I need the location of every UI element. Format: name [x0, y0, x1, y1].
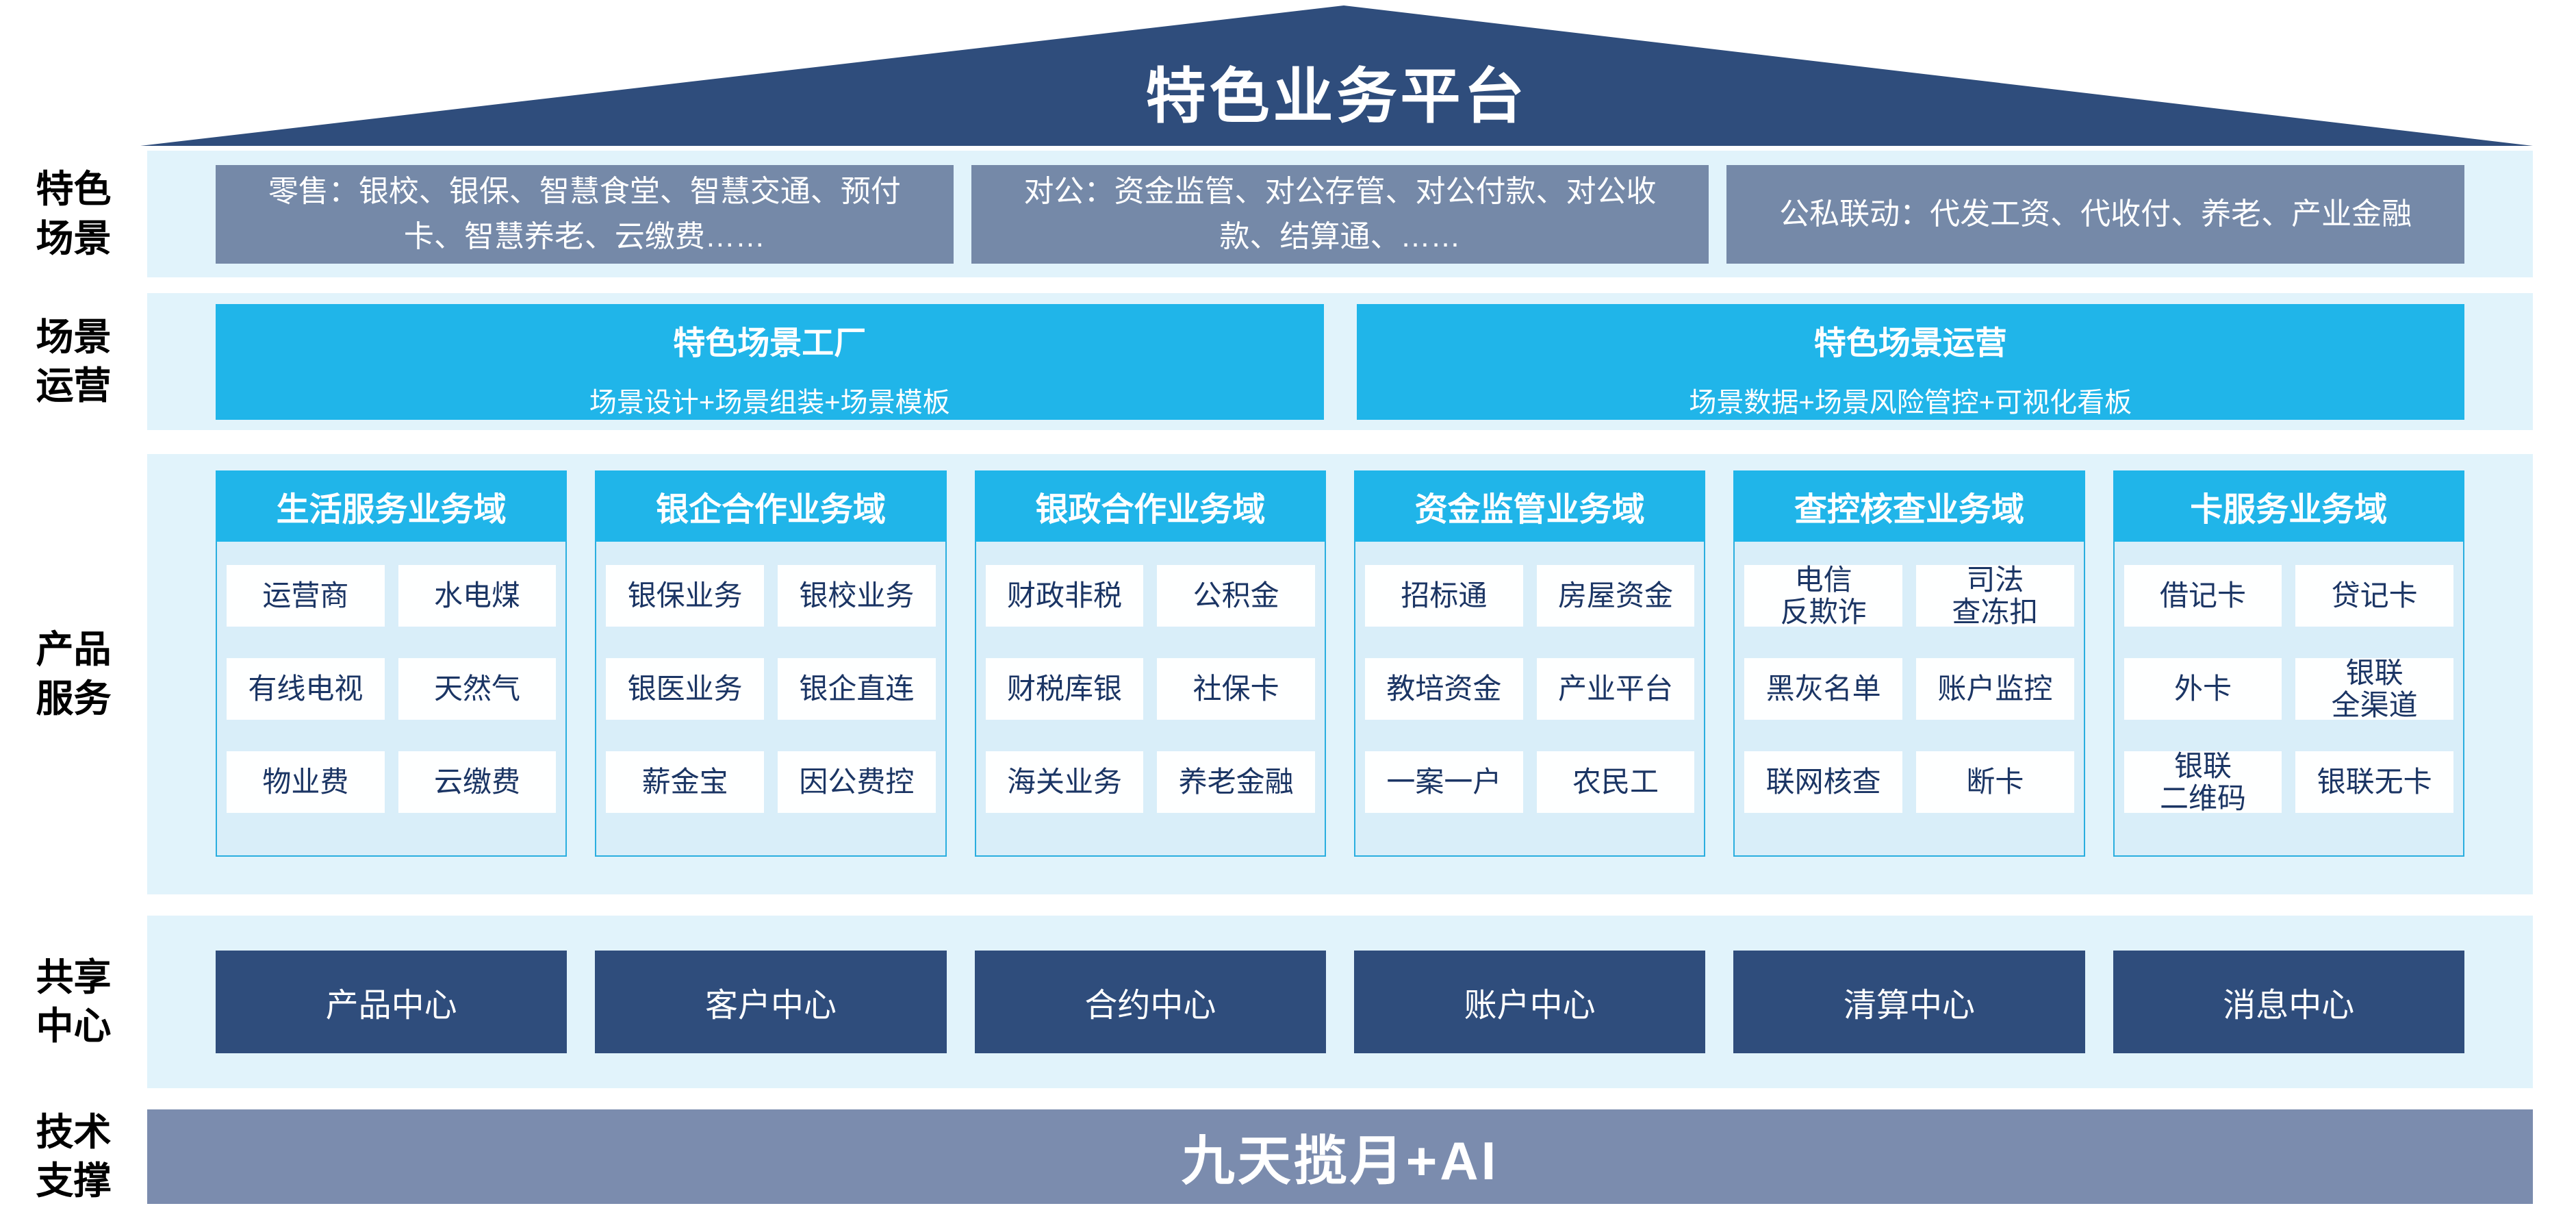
product-cell: 断卡: [1915, 751, 2074, 813]
row-label-product-services: 产品 服务: [36, 628, 112, 720]
product-cell: 天然气: [398, 658, 557, 720]
scenario-factory-box: 特色场景工厂 场景设计+场景组装+场景模板: [216, 303, 1324, 420]
domain-body: 银保业务 银校业务 银医业务 银企直连 薪金宝 因公费控: [595, 542, 947, 857]
row-label-tech-support: 技术 支撑: [36, 1110, 112, 1203]
band-product-services: 生活服务业务域 运营商 水电煤 有线电视 天然气 物业费 云缴费 银企合作业务域: [147, 454, 2533, 894]
product-cell: 账户监控: [1915, 658, 2074, 720]
domain-body: 电信 反欺诈 司法 查冻扣 黑灰名单 账户监控 联网核查 断卡: [1733, 542, 2085, 857]
product-cell: 借记卡: [2124, 565, 2282, 627]
product-cell: 招标通: [1364, 565, 1523, 627]
product-cell: 社保卡: [1157, 658, 1315, 720]
cell-row: 教培资金 产业平台: [1364, 658, 1695, 720]
cell-row: 借记卡 贷记卡: [2124, 565, 2453, 627]
cell-row: 薪金宝 因公费控: [606, 751, 936, 813]
center-box-clearing: 清算中心: [1733, 951, 2085, 1053]
cell-row: 物业费 云缴费: [227, 751, 557, 813]
product-cell: 运营商: [227, 565, 385, 627]
product-cell: 银保业务: [606, 565, 764, 627]
cell-row: 招标通 房屋资金: [1364, 565, 1695, 627]
domain-column-inquiry-control: 查控核查业务域 电信 反欺诈 司法 查冻扣 黑灰名单 账户监控 联网核查 断卡: [1733, 470, 2085, 857]
product-cell: 有线电视: [227, 658, 385, 720]
product-cell: 公积金: [1157, 565, 1315, 627]
product-cell: 财政非税: [985, 565, 1144, 627]
domain-header: 银企合作业务域: [595, 470, 947, 542]
roof-banner: 特色业务平台: [140, 5, 2533, 146]
scenario-operation-box: 特色场景运营 场景数据+场景风险管控+可视化看板: [1356, 303, 2464, 420]
row-label-special-scenarios: 特色 场景: [36, 168, 112, 260]
scenario-operation-title: 特色场景运营: [1813, 324, 2007, 361]
product-cell: 一案一户: [1364, 751, 1523, 813]
product-cell: 教培资金: [1364, 658, 1523, 720]
product-cell: 海关业务: [985, 751, 1144, 813]
domain-body: 运营商 水电煤 有线电视 天然气 物业费 云缴费: [216, 542, 568, 857]
product-cell: 电信 反欺诈: [1744, 564, 1902, 628]
scenario-operation-subtitle: 场景数据+场景风险管控+可视化看板: [1689, 387, 2132, 418]
product-cell: 云缴费: [398, 751, 557, 813]
page-title: 特色业务平台: [1145, 62, 1528, 130]
domain-body: 财政非税 公积金 财税库银 社保卡 海关业务 养老金融: [974, 542, 1326, 857]
domain-header: 资金监管业务域: [1353, 470, 1706, 542]
cell-row: 银保业务 银校业务: [606, 565, 936, 627]
product-cell: 房屋资金: [1536, 565, 1695, 627]
cell-row: 海关业务 养老金融: [985, 751, 1315, 813]
cell-row: 电信 反欺诈 司法 查冻扣: [1744, 564, 2074, 628]
center-box-customer: 客户中心: [595, 951, 947, 1053]
product-cell: 因公费控: [778, 751, 936, 813]
row-label-scenario-operation: 场景 运营: [36, 315, 112, 407]
scenario-box-retail: 零售：银校、银保、智慧食堂、智慧交通、预付卡、智慧养老、云缴费……: [216, 164, 954, 264]
product-cell: 银联 全渠道: [2295, 657, 2453, 721]
scenario-box-corporate: 对公：资金监管、对公存管、对公付款、对公收款、结算通、……: [971, 164, 1709, 264]
cell-row: 银联 二维码 银联无卡: [2124, 750, 2453, 814]
product-cell: 养老金融: [1157, 751, 1315, 813]
cell-row: 有线电视 天然气: [227, 658, 557, 720]
product-cell: 银联无卡: [2295, 751, 2453, 813]
product-cell: 薪金宝: [606, 751, 764, 813]
domain-body: 招标通 房屋资金 教培资金 产业平台 一案一户 农民工: [1353, 542, 1706, 857]
domain-column-life-services: 生活服务业务域 运营商 水电煤 有线电视 天然气 物业费 云缴费: [216, 470, 568, 857]
band-special-scenarios: 零售：银校、银保、智慧食堂、智慧交通、预付卡、智慧养老、云缴费…… 对公：资金监…: [147, 151, 2533, 277]
domain-column-bank-enterprise: 银企合作业务域 银保业务 银校业务 银医业务 银企直连 薪金宝 因公费控: [595, 470, 947, 857]
product-cell: 银医业务: [606, 658, 764, 720]
product-cell: 外卡: [2124, 658, 2282, 720]
band-shared-centers: 产品中心 客户中心 合约中心 账户中心 清算中心 消息中心: [147, 916, 2533, 1088]
product-cell: 产业平台: [1536, 658, 1695, 720]
product-cell: 司法 查冻扣: [1915, 564, 2074, 628]
product-cell: 联网核查: [1744, 751, 1902, 813]
tech-support-banner: 九天揽月+AI: [147, 1109, 2533, 1204]
cell-row: 财政非税 公积金: [985, 565, 1315, 627]
cell-row: 财税库银 社保卡: [985, 658, 1315, 720]
cell-row: 运营商 水电煤: [227, 565, 557, 627]
product-cell: 农民工: [1536, 751, 1695, 813]
row-label-shared-centers: 共享 中心: [36, 955, 112, 1048]
cell-row: 外卡 银联 全渠道: [2124, 657, 2453, 721]
domain-column-fund-supervision: 资金监管业务域 招标通 房屋资金 教培资金 产业平台 一案一户 农民工: [1353, 470, 1706, 857]
center-box-account: 账户中心: [1353, 951, 1706, 1053]
product-cell: 银企直连: [778, 658, 936, 720]
cell-row: 一案一户 农民工: [1364, 751, 1695, 813]
domain-column-card-services: 卡服务业务域 借记卡 贷记卡 外卡 银联 全渠道 银联 二维码 银联无卡: [2113, 470, 2464, 857]
product-cell: 银校业务: [778, 565, 936, 627]
domain-column-bank-government: 银政合作业务域 财政非税 公积金 财税库银 社保卡 海关业务 养老金融: [974, 470, 1326, 857]
center-box-contract: 合约中心: [974, 951, 1326, 1053]
domain-header: 卡服务业务域: [2113, 470, 2464, 542]
product-cell: 财税库银: [985, 658, 1144, 720]
center-box-message: 消息中心: [2113, 951, 2464, 1053]
band-scenario-operation: 特色场景工厂 场景设计+场景组装+场景模板 特色场景运营 场景数据+场景风险管控…: [147, 293, 2533, 430]
center-box-product: 产品中心: [216, 951, 568, 1053]
scenario-box-public-private: 公私联动：代发工资、代收付、养老、产业金融: [1726, 164, 2465, 264]
domain-header: 银政合作业务域: [974, 470, 1326, 542]
scenario-factory-subtitle: 场景设计+场景组装+场景模板: [589, 387, 950, 418]
cell-row: 联网核查 断卡: [1744, 751, 2074, 813]
domain-body: 借记卡 贷记卡 外卡 银联 全渠道 银联 二维码 银联无卡: [2113, 542, 2464, 857]
product-cell: 物业费: [227, 751, 385, 813]
product-cell: 贷记卡: [2295, 565, 2453, 627]
product-cell: 水电煤: [398, 565, 557, 627]
domain-header: 查控核查业务域: [1733, 470, 2085, 542]
domain-header: 生活服务业务域: [216, 470, 568, 542]
product-cell: 银联 二维码: [2124, 750, 2282, 814]
cell-row: 银医业务 银企直连: [606, 658, 936, 720]
scenario-factory-title: 特色场景工厂: [673, 324, 867, 361]
cell-row: 黑灰名单 账户监控: [1744, 658, 2074, 720]
product-cell: 黑灰名单: [1744, 658, 1902, 720]
